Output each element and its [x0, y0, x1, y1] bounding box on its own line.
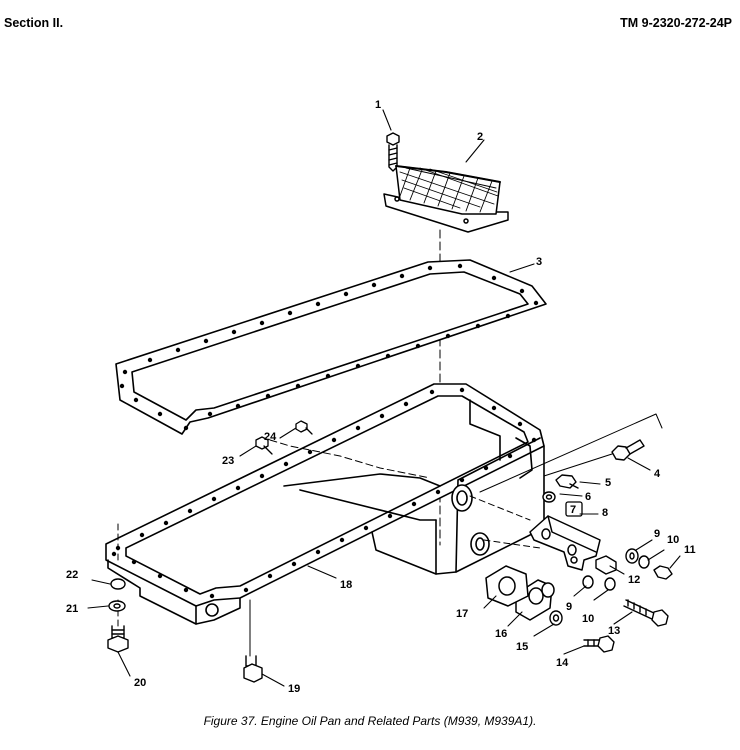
figure-caption: Figure 37. Engine Oil Pan and Related Pa…	[203, 714, 537, 728]
callout-8: 8	[602, 507, 608, 519]
manual-number: TM 9-2320-272-24P	[620, 16, 732, 30]
callout-11: 11	[684, 544, 696, 556]
callout-6: 6	[585, 491, 591, 503]
washer-part-10-lower	[604, 577, 616, 591]
plug-part-20	[107, 625, 129, 653]
callout-18: 18	[340, 579, 352, 591]
bolt-part-14	[583, 635, 615, 653]
callout-9b: 9	[566, 601, 572, 613]
bolt-part-4	[611, 439, 645, 461]
washer-part-6	[542, 491, 556, 503]
callout-3: 3	[536, 256, 542, 268]
callout-19: 19	[288, 683, 300, 695]
callout-5: 5	[605, 477, 611, 489]
callout-9: 9	[654, 528, 660, 540]
callout-16: 16	[495, 628, 507, 640]
callout-20: 20	[134, 677, 146, 689]
callout-14: 14	[556, 657, 569, 669]
washer-part-10	[638, 555, 650, 569]
oil-pan-part-18	[105, 383, 663, 657]
screw-part-24	[295, 420, 313, 435]
callout-21: 21	[66, 603, 78, 615]
washer-part-21	[108, 600, 126, 612]
plug-part-7	[565, 501, 583, 517]
callout-12: 12	[628, 574, 640, 586]
bolt-part-13	[623, 599, 669, 627]
callout-17: 17	[456, 608, 468, 620]
callout-4: 4	[654, 468, 661, 480]
callout-23: 23	[222, 455, 234, 467]
callout-labels: 1 2 3 4 5 6 7 8 9 10 11 12 13 14 15 16 1…	[66, 99, 696, 695]
callout-10: 10	[667, 534, 679, 546]
callout-10b: 10	[582, 613, 594, 625]
leader-lines	[87, 109, 681, 655]
fitting-part-5	[555, 474, 579, 489]
section-label: Section II.	[4, 16, 64, 30]
callout-15: 15	[516, 641, 528, 653]
screw-part-1	[386, 132, 400, 172]
gasket-part-3	[115, 259, 547, 435]
plug-part-19	[243, 655, 263, 683]
callout-1: 1	[375, 99, 381, 111]
callout-24: 24	[264, 431, 277, 443]
sleeve-part-12	[595, 555, 617, 575]
callout-2: 2	[477, 131, 483, 143]
exploded-parts-diagram: 1 2 3 4 5 6 7 8 9 10 11 12 13 14 15 16 1…	[66, 99, 696, 695]
washer-part-9	[625, 548, 639, 564]
callout-13: 13	[608, 625, 620, 637]
callout-22: 22	[66, 569, 78, 581]
nut-part-11	[653, 565, 673, 580]
bracket-part-8	[529, 515, 601, 571]
washer-part-15	[549, 610, 563, 626]
washer-part-9-lower	[582, 575, 594, 589]
callout-7: 7	[570, 504, 576, 516]
washer-part-22	[110, 578, 126, 590]
